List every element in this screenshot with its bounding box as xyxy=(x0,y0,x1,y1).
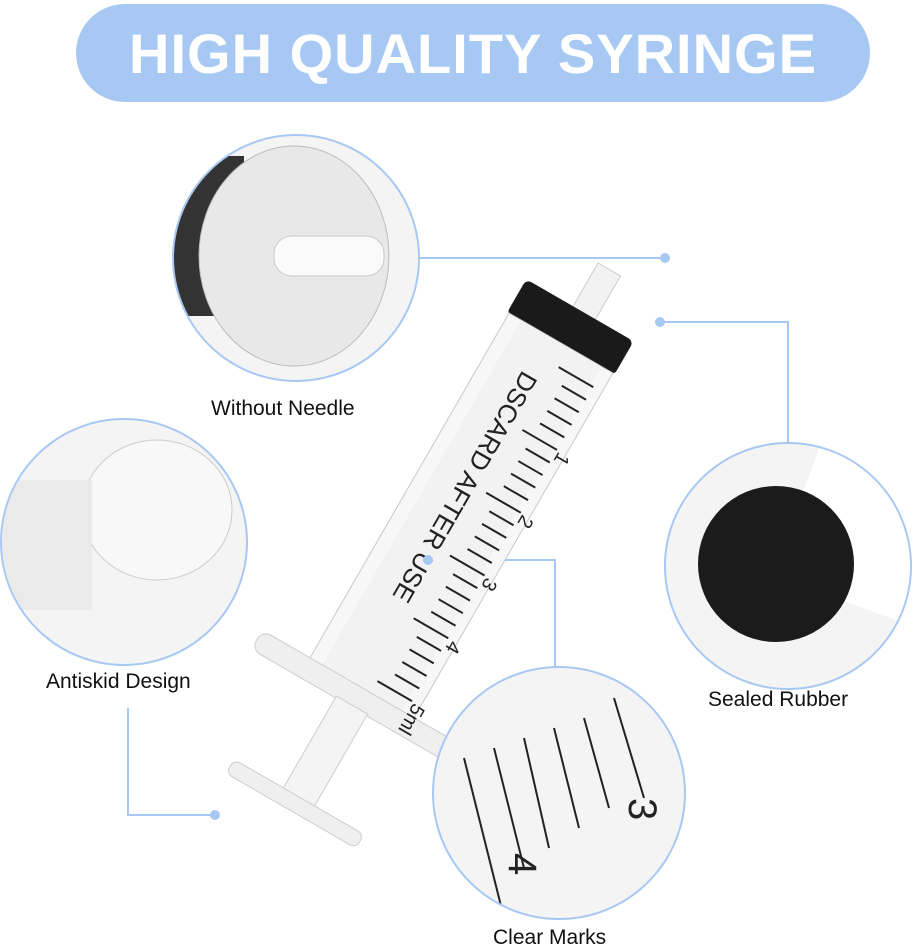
scale-tick xyxy=(474,535,500,552)
antiskid-detail xyxy=(0,418,248,666)
scale-tick xyxy=(510,472,536,489)
scale-tick xyxy=(503,485,529,502)
scale-tick xyxy=(554,397,580,414)
title-banner: HIGH QUALITY SYRINGE xyxy=(76,4,870,102)
scale-tick xyxy=(546,409,573,426)
scale-tick xyxy=(488,510,515,527)
scale-tick xyxy=(452,573,478,589)
label-antiskid-design: Antiskid Design xyxy=(46,670,191,693)
label-sealed-rubber: Sealed Rubber xyxy=(708,688,849,711)
scale-tick xyxy=(558,366,594,389)
zoom-mark-3: 3 xyxy=(620,798,664,820)
scale-tick xyxy=(521,429,558,451)
without-needle-detail xyxy=(172,134,420,382)
scale-tick xyxy=(449,554,486,577)
scale-tick xyxy=(438,598,464,615)
scale-tick xyxy=(525,447,551,464)
scale-tick xyxy=(401,661,428,677)
scale-tick xyxy=(413,617,449,640)
scale-tick xyxy=(445,585,471,602)
label-without-needle: Without Needle xyxy=(211,397,355,420)
scale-tick xyxy=(467,548,493,564)
scale-tick xyxy=(561,384,587,401)
clear-marks-detail: 3 4 xyxy=(432,666,686,920)
scale-tick xyxy=(485,491,522,514)
zoom-mark-4: 4 xyxy=(500,853,544,875)
scale-tick xyxy=(409,648,435,665)
scale-tick xyxy=(394,673,420,690)
callout-lines xyxy=(127,257,789,816)
scale-tick xyxy=(430,610,457,627)
scale-tick xyxy=(539,422,565,439)
scale-tick xyxy=(481,522,507,539)
scale-tick xyxy=(517,460,544,476)
scale-tick xyxy=(376,680,413,702)
label-clear-marks: Clear Marks xyxy=(493,926,607,949)
scale-tick xyxy=(416,635,442,652)
title: HIGH QUALITY SYRINGE xyxy=(129,21,817,85)
sealed-rubber-detail xyxy=(664,442,912,690)
